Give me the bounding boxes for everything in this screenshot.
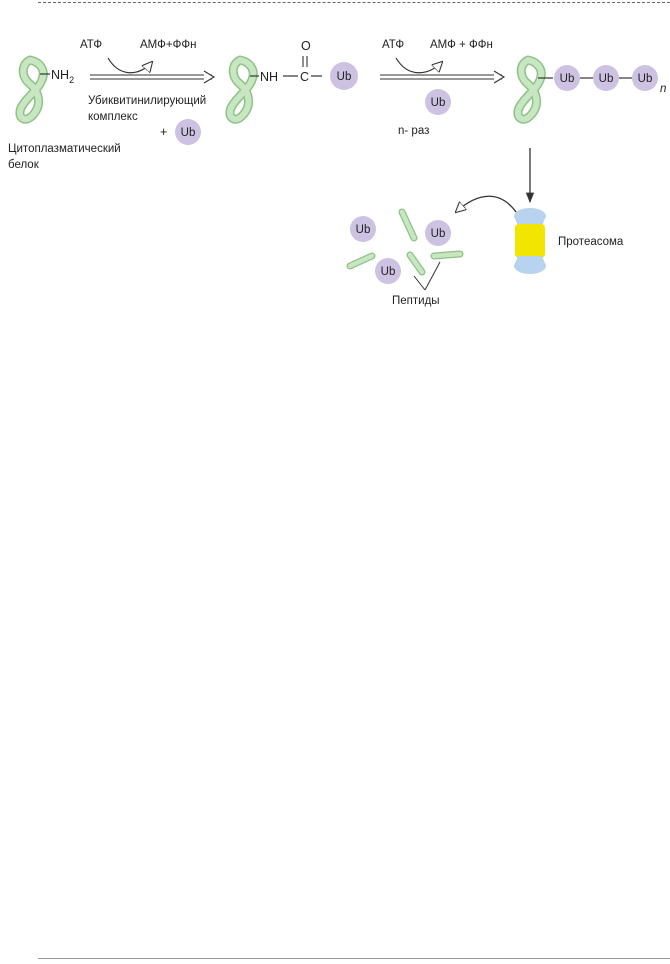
ubiquitin-chain-2: Ub: [593, 65, 619, 91]
amp-ppi-label-2: АМФ + ФФн: [430, 39, 493, 51]
cytoplasmic-protein: [20, 60, 43, 119]
peptide-pointer: [424, 261, 441, 291]
repeat-label: n- раз: [398, 125, 429, 137]
ubiquitin-reagent-2: Ub: [425, 89, 451, 115]
enzyme-label-line2: комплекс: [88, 111, 138, 123]
svg-text:Ub: Ub: [431, 97, 446, 109]
ubiquitin-bound: Ub: [330, 62, 358, 90]
svg-text:Ub: Ub: [638, 73, 653, 85]
substrate-label-line2: белок: [8, 159, 40, 171]
enzyme-label-line1: Убиквитинилирующий: [88, 95, 206, 107]
peptide-pointer: [413, 275, 426, 291]
svg-text:Ub: Ub: [337, 71, 352, 83]
svg-text:Ub: Ub: [560, 73, 575, 85]
top-divider: [38, 2, 670, 3]
svg-text:Ub: Ub: [431, 228, 446, 240]
cofactor-curve-arrow-2: [395, 57, 442, 74]
free-ubiquitin-2: Ub: [425, 220, 451, 246]
ubiquitin-chain-1: Ub: [554, 65, 580, 91]
svg-text:Ub: Ub: [381, 266, 396, 278]
ubiquitin-protein-conjugate: [230, 60, 253, 119]
proteasome-label: Протеасома: [558, 236, 624, 248]
cofactor-curve-arrow-1: [107, 57, 152, 74]
peptides-label: Пептиды: [392, 295, 440, 307]
peptide-fragment: [430, 250, 464, 260]
reaction-arrow-1-head: [203, 70, 216, 84]
substrate-label-line1: Цитоплазматический: [8, 143, 121, 155]
bottom-divider: [38, 958, 670, 959]
plus-sign: +: [160, 125, 167, 139]
degradation-arrow: [456, 195, 517, 212]
ubiquitin-reagent: Ub: [175, 119, 201, 145]
peptide-fragment: [346, 252, 376, 270]
atp-label-1: АТФ: [80, 39, 102, 51]
ubiquitin-chain-3: Ub: [632, 65, 658, 91]
peptide-fragment: [406, 251, 426, 276]
carbon-label: C: [300, 70, 309, 84]
polyubiquitinated-protein: [518, 60, 541, 119]
svg-text:Ub: Ub: [181, 127, 196, 139]
oxygen-label: O: [301, 39, 311, 53]
nh-label: NH: [260, 70, 278, 84]
amino-group-label: NH2: [51, 68, 74, 85]
free-ubiquitin-1: Ub: [350, 216, 376, 242]
amp-ppi-label-1: АМФ+ФФн: [140, 39, 196, 51]
proteasome: [514, 208, 546, 274]
atp-label-2: АТФ: [382, 39, 404, 51]
chain-length-n: n: [660, 83, 666, 95]
reaction-arrow-2-head: [493, 70, 506, 84]
peptide-fragment: [398, 208, 418, 242]
free-ubiquitin-3: Ub: [375, 258, 401, 284]
svg-text:Ub: Ub: [356, 224, 371, 236]
svg-text:Ub: Ub: [599, 73, 614, 85]
